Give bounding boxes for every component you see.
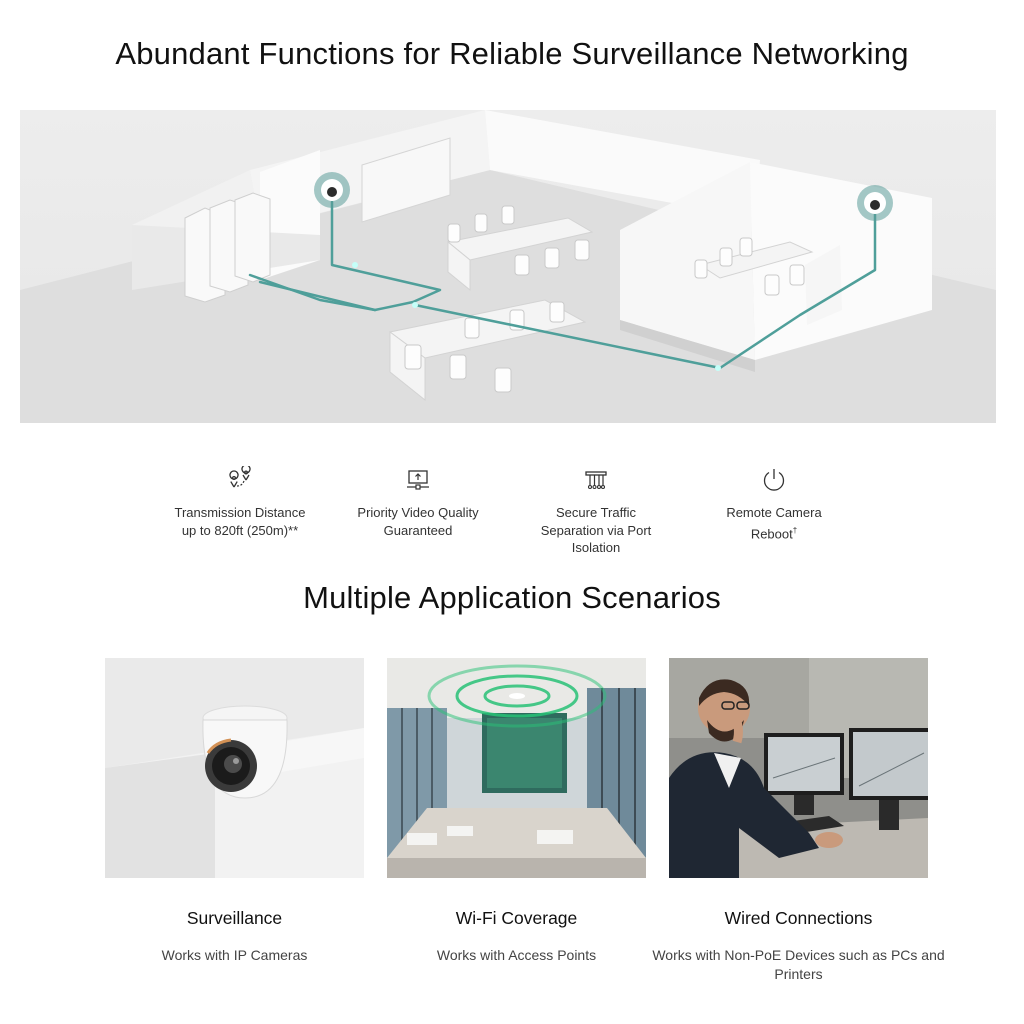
scenario-title: Surveillance	[186, 908, 283, 928]
port-isolation-icon	[585, 471, 607, 490]
scenario-subtitle: Works with Non-PoE Devices such as PCs a…	[652, 947, 945, 982]
location-pins-icon	[229, 466, 251, 488]
feature-text-line: up to 820ft (250m)**	[181, 522, 299, 538]
man-at-computer-photo	[669, 658, 928, 878]
scenario-title: Wired Connections	[724, 908, 873, 928]
footnote-mark: †	[792, 525, 798, 535]
feature-text-line: Isolation	[571, 540, 621, 555]
priority-video-icon	[407, 470, 429, 490]
dome-camera-photo	[105, 658, 364, 878]
feature-priority-video: Priority Video Quality Guaranteed	[328, 466, 508, 539]
scenario-subtitle: Works with Access Points	[436, 947, 597, 963]
feature-text-line: Reboot	[750, 525, 793, 541]
scenario-card-wired: Wired Connections Works with Non-PoE Dev…	[652, 658, 945, 982]
scenario-card-wifi: Wi-Fi Coverage Works with Access Points	[387, 658, 646, 963]
feature-transmission-distance: Transmission Distance up to 820ft (250m)…	[150, 466, 330, 539]
scenario-card-surveillance: Surveillance Works with IP Cameras	[105, 658, 364, 963]
feature-text-line: Transmission Distance	[174, 505, 306, 520]
feature-row: Transmission Distance up to 820ft (250m)…	[150, 466, 862, 566]
power-reboot-icon	[763, 469, 785, 491]
feature-text-line: Remote Camera	[726, 505, 822, 520]
scenario-title: Wi-Fi Coverage	[455, 908, 578, 928]
feature-port-isolation: Secure Traffic Separation via Port Isola…	[506, 466, 686, 557]
section-title-functions: Abundant Functions for Reliable Surveill…	[115, 36, 909, 71]
feature-text-line: Guaranteed	[383, 522, 453, 538]
feature-text-line: Secure Traffic	[556, 505, 636, 520]
feature-text-line: Separation via Port	[540, 522, 652, 538]
feature-remote-reboot: Remote Camera Reboot†	[684, 466, 864, 542]
office-network-illustration	[20, 110, 996, 423]
office-lobby-photo	[387, 658, 646, 878]
scenario-subtitle: Works with IP Cameras	[161, 947, 308, 963]
feature-text-line: Priority Video Quality	[357, 505, 479, 520]
section-title-scenarios: Multiple Application Scenarios	[303, 580, 721, 615]
